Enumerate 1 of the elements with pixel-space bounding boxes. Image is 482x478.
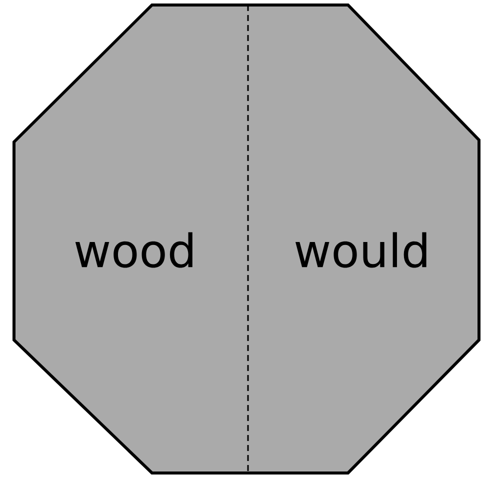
octagon: wood would [12,4,480,474]
